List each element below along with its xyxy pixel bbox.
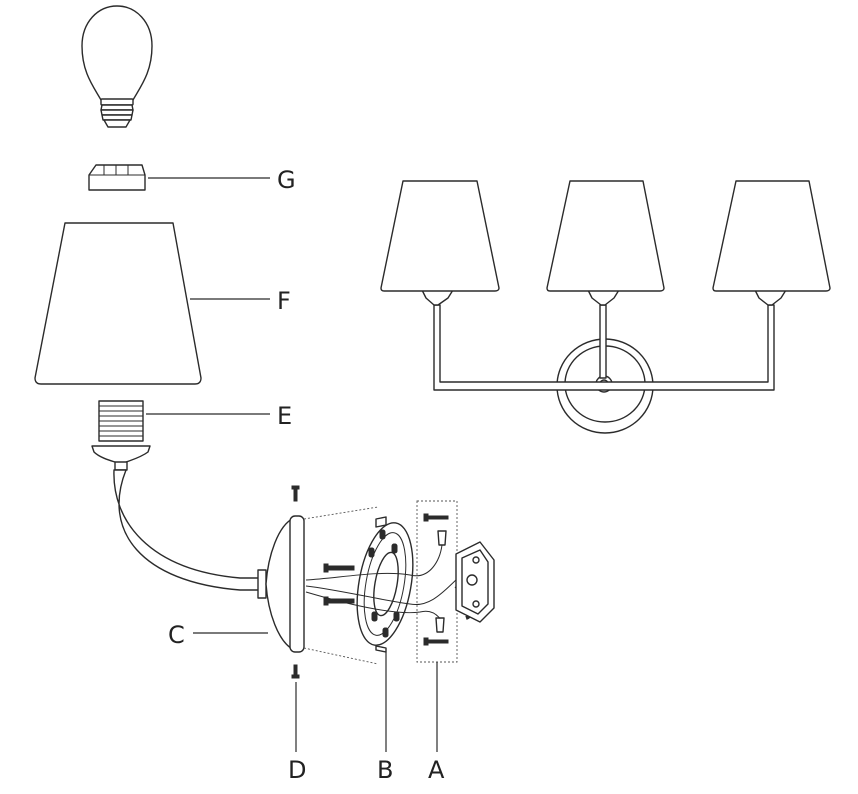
mounting-crossbar (356, 516, 414, 752)
callout-label-a: A (428, 756, 445, 784)
callout-label-g: G (277, 166, 296, 194)
assembled-fixture (380, 180, 831, 434)
retaining-ring (88, 164, 270, 191)
socket (91, 400, 270, 471)
fixture-cups (421, 289, 787, 306)
callout-label-c: C (168, 621, 185, 649)
light-bulb (81, 5, 153, 128)
curved-arm (113, 469, 267, 599)
fixture-shades (380, 180, 831, 292)
mounting-hardware-kit (416, 500, 458, 752)
fixture-arms (433, 304, 775, 391)
decorative-screws (291, 485, 300, 752)
callout-label-d: D (288, 756, 306, 784)
callout-label-f: F (277, 287, 291, 315)
junction-box (455, 541, 495, 623)
lamp-shade (34, 222, 270, 385)
callout-label-b: B (377, 756, 393, 784)
backplate (193, 515, 305, 653)
alignment-lines (303, 506, 379, 665)
callout-label-e: E (277, 402, 292, 430)
